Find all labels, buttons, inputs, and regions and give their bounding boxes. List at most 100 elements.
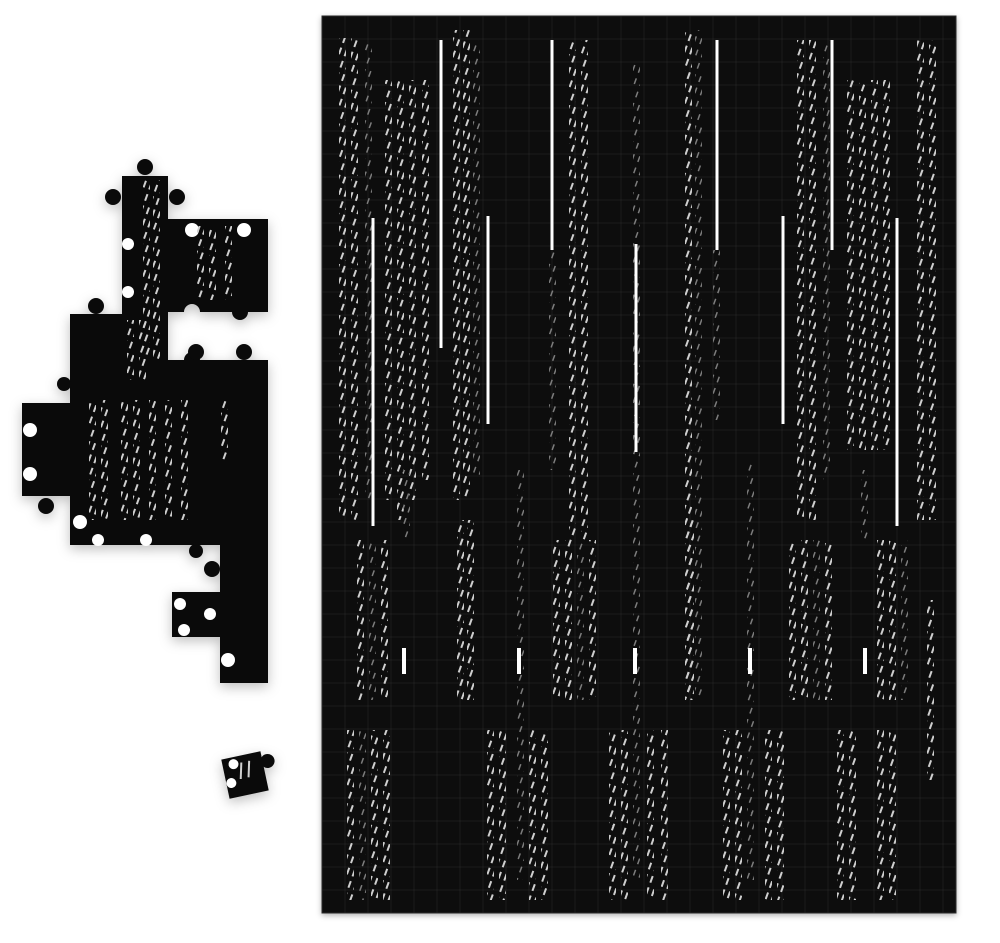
cluster-stripe: [153, 180, 160, 360]
piece-tab: [88, 298, 104, 314]
cluster-stripe: [197, 226, 204, 300]
stripe-column: [529, 730, 536, 900]
stripe-column: [473, 40, 480, 480]
piece-tab: [236, 344, 252, 360]
piece-blank: [174, 598, 186, 610]
stripe-column: [809, 40, 816, 520]
white-bar: [371, 218, 375, 526]
stripe-column: [633, 60, 640, 880]
piece-stripe: [239, 762, 243, 780]
cluster-stripe: [165, 400, 172, 520]
cluster-stripe: [209, 226, 216, 300]
stripe-column: [581, 40, 588, 540]
loose-piece-cluster-main[interactable]: [22, 159, 268, 683]
piece-tab: [189, 544, 203, 558]
stripe-column: [723, 730, 730, 900]
stripe-column: [837, 730, 844, 900]
piece-blank: [178, 624, 190, 636]
piece-tab: [204, 561, 220, 577]
piece-blank: [122, 286, 134, 298]
stripe-column: [487, 730, 494, 900]
loose-pieces-group[interactable]: [22, 176, 268, 683]
stripe-column: [385, 80, 392, 500]
stripe-column: [565, 540, 572, 700]
stripe-column: [467, 520, 474, 700]
white-bar: [830, 40, 834, 250]
stripe-column: [499, 730, 506, 900]
piece-tab: [137, 159, 153, 175]
white-bar: [517, 648, 521, 674]
stripe-column: [553, 540, 560, 700]
stripe-column: [577, 540, 584, 700]
stripe-column: [889, 540, 896, 700]
stripe-column: [801, 540, 808, 700]
stripe-column: [859, 80, 866, 450]
cluster-stripe: [225, 226, 232, 300]
puzzle-board[interactable]: [321, 15, 957, 914]
stripe-column: [365, 40, 372, 500]
cluster-stripe: [221, 400, 228, 460]
piece-blank: [237, 223, 251, 237]
stripe-column: [403, 470, 410, 540]
stripe-column: [381, 540, 388, 700]
stripe-column: [549, 250, 556, 470]
stripe-column: [453, 30, 460, 500]
stripe-column: [351, 38, 358, 520]
stripe-column: [813, 540, 820, 700]
stripe-column: [877, 540, 884, 700]
piece-blank: [226, 778, 237, 789]
white-bar: [715, 40, 719, 250]
cluster-stripe: [101, 400, 108, 520]
stripe-columns: [339, 30, 936, 900]
stripe-column: [371, 730, 378, 900]
piece-tab: [38, 498, 54, 514]
stripe-column: [929, 40, 936, 520]
stripe-column: [789, 540, 796, 700]
piece-stripe: [247, 760, 251, 778]
stripe-column: [383, 730, 390, 900]
cluster-stripe: [149, 400, 156, 520]
white-bar: [863, 648, 867, 674]
piece-blank: [140, 534, 152, 546]
stripe-column: [457, 520, 464, 700]
stripe-column: [422, 80, 429, 480]
cluster-stripe-marks: [89, 180, 232, 520]
stripe-column: [889, 730, 896, 900]
stripe-column: [357, 540, 364, 700]
loose-piece-single[interactable]: [221, 749, 280, 799]
white-bar: [895, 218, 899, 526]
stripe-column: [589, 540, 596, 700]
piece-blank: [185, 223, 199, 237]
stripe-column: [735, 730, 742, 900]
stripe-column: [849, 730, 856, 900]
stripe-column: [541, 730, 548, 900]
piece-blank: [204, 608, 216, 620]
piece-blank: [221, 653, 235, 667]
stripe-column: [877, 730, 884, 900]
stripe-column: [917, 40, 924, 520]
stripe-column: [847, 80, 854, 450]
piece-tab: [188, 344, 204, 360]
piece-blank: [23, 423, 37, 437]
cluster-stripe: [121, 400, 128, 520]
white-bar: [633, 648, 637, 674]
cluster-stripe: [133, 400, 140, 520]
cluster-stripe: [127, 320, 134, 380]
stripe-column: [347, 730, 354, 900]
stripe-column: [861, 470, 868, 540]
stripe-column: [871, 80, 878, 450]
stripe-column: [777, 730, 784, 900]
piece-tab: [169, 189, 185, 205]
piece-blank: [92, 534, 104, 546]
stripe-column: [661, 730, 668, 900]
stripe-column: [825, 540, 832, 700]
white-bar: [634, 244, 638, 452]
stripe-column: [765, 730, 772, 900]
white-bar: [439, 40, 443, 348]
piece-blank: [73, 515, 87, 529]
cluster-stripe: [143, 180, 150, 360]
stripe-column: [685, 30, 692, 700]
stripe-column: [463, 30, 470, 500]
white-bar: [781, 216, 785, 424]
